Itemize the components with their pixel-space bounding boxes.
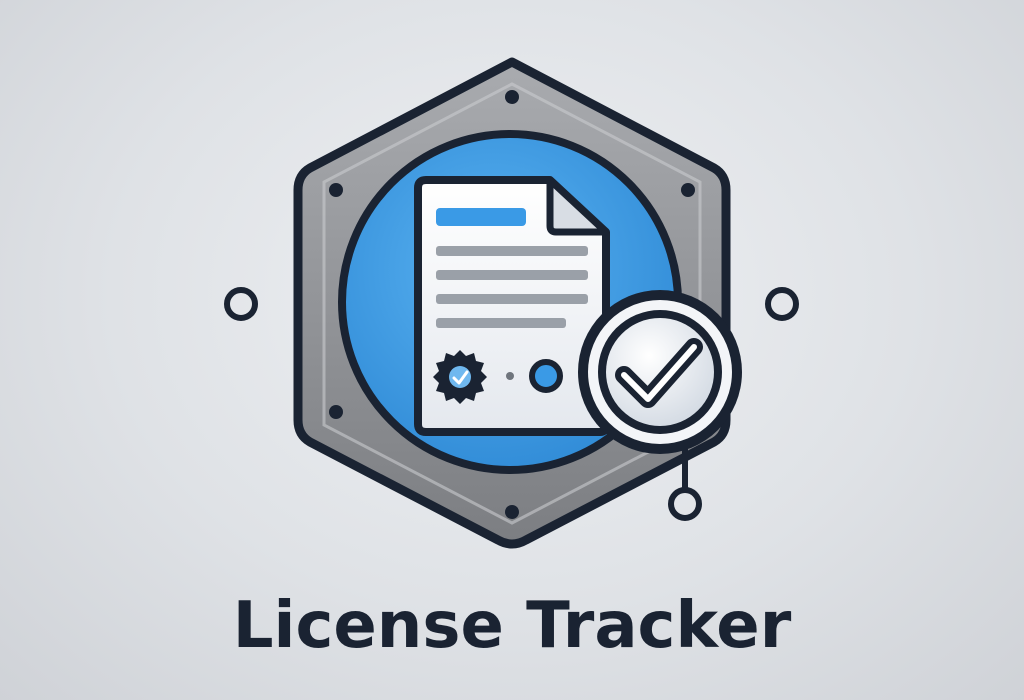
seal-stamp-icon [433, 350, 487, 404]
document-status-dot [529, 359, 563, 393]
verified-check-icon [578, 290, 742, 521]
rivet-icon [681, 183, 695, 197]
left-ring-dot [224, 287, 258, 321]
rivet-icon [329, 405, 343, 419]
rivet-icon [505, 90, 519, 104]
rivet-icon [329, 183, 343, 197]
document-header-bar [436, 208, 526, 226]
right-ring-dot [765, 287, 799, 321]
rivet-icon [505, 505, 519, 519]
license-document-icon [414, 176, 610, 436]
app-title: License Tracker [232, 589, 792, 663]
